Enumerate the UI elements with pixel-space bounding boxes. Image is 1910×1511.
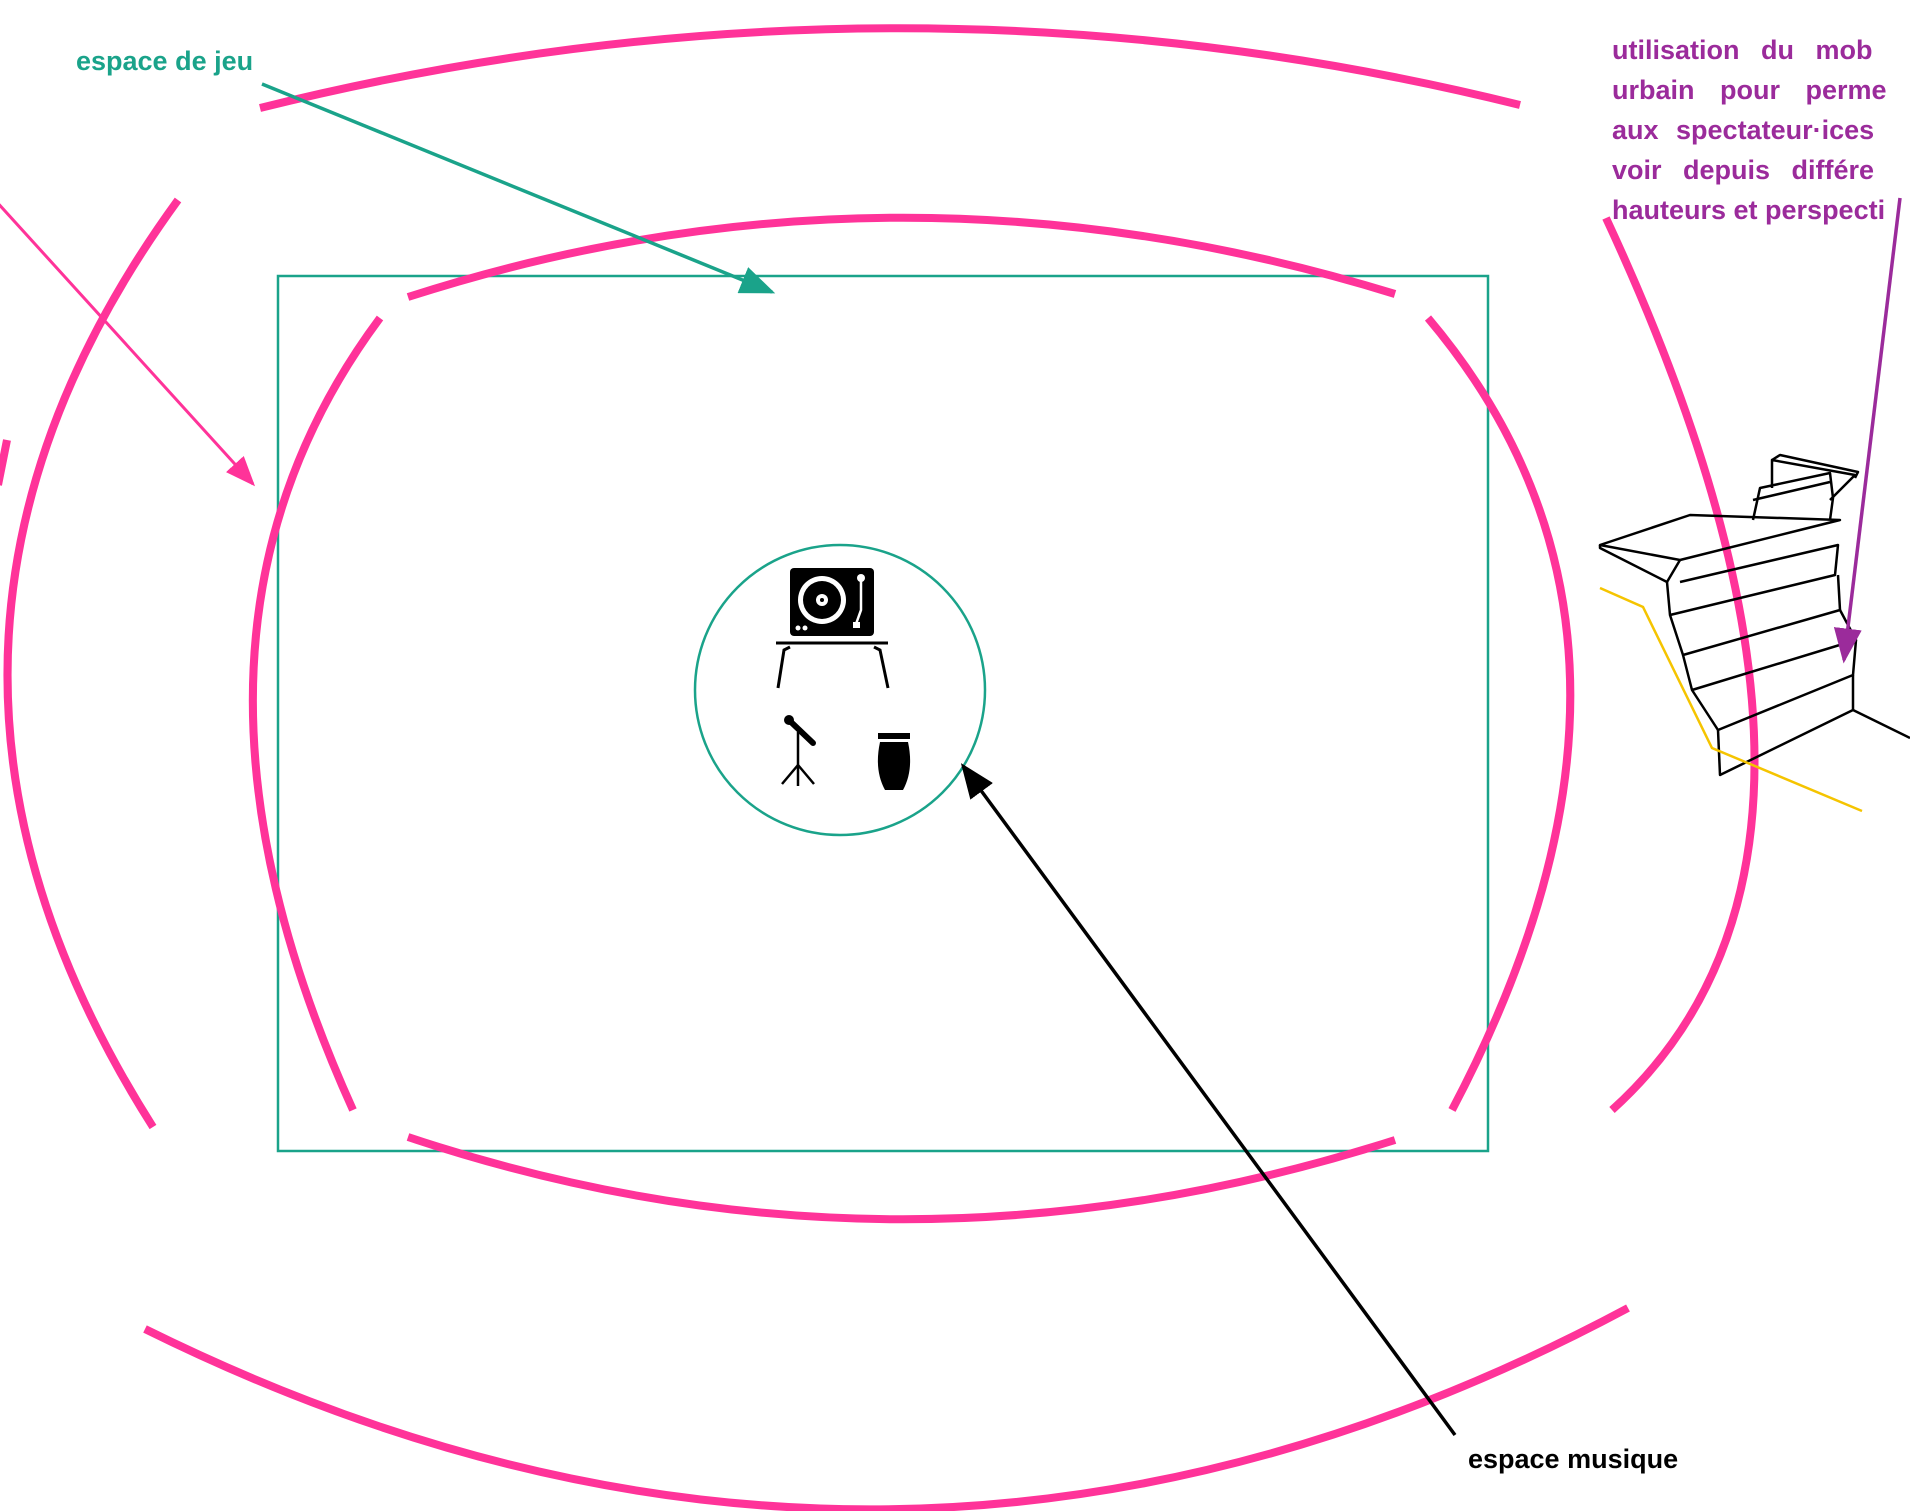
outer-ring-left-arc bbox=[3, 197, 182, 1130]
outer-ring-right-arc bbox=[1602, 216, 1759, 1113]
inner-ring-top-arc bbox=[406, 213, 1397, 301]
audience-ring-arrow bbox=[0, 203, 256, 487]
inner-ring-left-arc bbox=[248, 315, 384, 1112]
outer-ring-bottom-arc bbox=[143, 1304, 1630, 1511]
espace-musique-label: espace musique bbox=[1468, 1444, 1679, 1474]
outer-ring-left-fragment bbox=[0, 439, 11, 486]
ground-outline bbox=[1599, 586, 1863, 813]
mobilier-line-1: utilisation du mob bbox=[1612, 35, 1873, 65]
dj-table-icon bbox=[776, 641, 890, 689]
mobilier-line-3: aux spectateur·ices bbox=[1612, 115, 1875, 145]
stairs-icon bbox=[1598, 453, 1910, 777]
mobilier-line-2: urbain pour perme bbox=[1612, 75, 1887, 105]
espace-jeu-label: espace de jeu bbox=[76, 46, 254, 76]
espace-musique-arrow bbox=[960, 763, 1457, 1437]
mobilier-line-5: hauteurs et perspecti bbox=[1612, 195, 1886, 225]
outer-audience-ring bbox=[0, 24, 1759, 1511]
microphone-stand-icon bbox=[781, 715, 816, 786]
espace-jeu-rectangle bbox=[276, 274, 1490, 1153]
mobilier-urbain-label: utilisation du mob urbain pour perme aux… bbox=[1612, 30, 1910, 230]
conga-drum-icon bbox=[877, 733, 911, 790]
espace-musique-circle bbox=[693, 543, 987, 837]
espace-jeu-arrow bbox=[261, 82, 776, 294]
outer-ring-top-arc bbox=[259, 24, 1521, 112]
mobilier-line-4: voir depuis différe bbox=[1612, 155, 1875, 185]
turntable-icon bbox=[790, 568, 874, 636]
inner-ring-bottom-arc bbox=[406, 1133, 1397, 1224]
inner-audience-ring bbox=[248, 213, 1575, 1224]
inner-ring-right-arc bbox=[1424, 315, 1575, 1112]
mobilier-arrow bbox=[1833, 197, 1902, 664]
